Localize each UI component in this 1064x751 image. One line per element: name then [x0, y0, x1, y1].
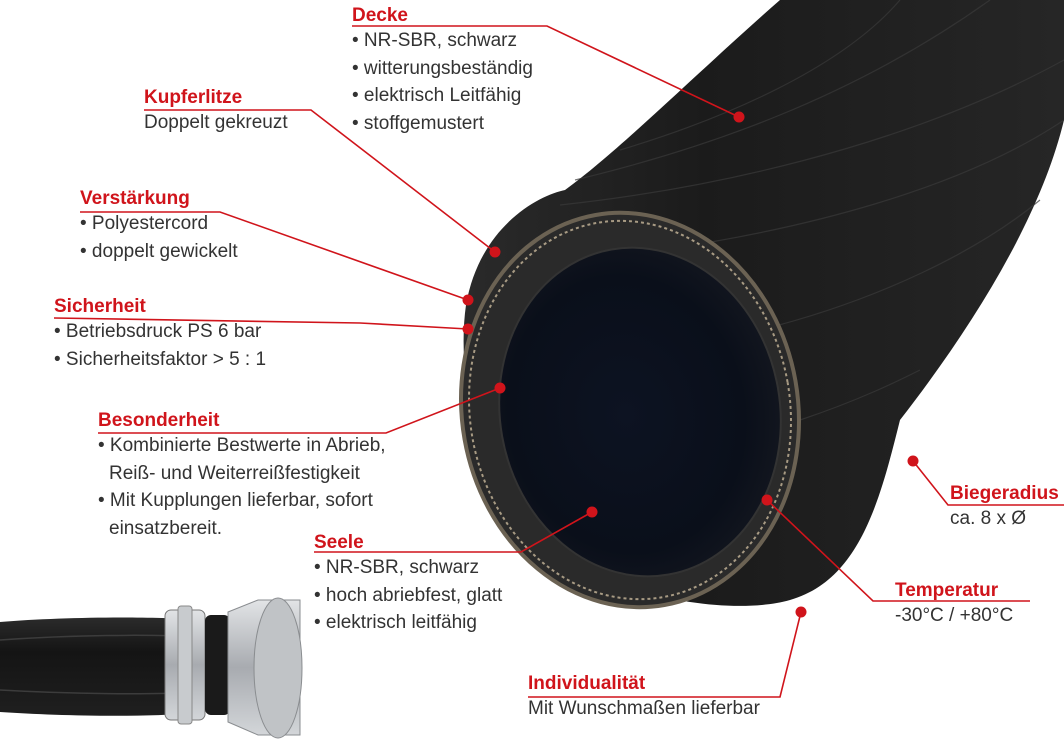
- marker-decke: [733, 111, 745, 123]
- callout-line: • elektrisch leitfähig: [314, 612, 477, 633]
- callout-title: Temperatur: [895, 580, 999, 601]
- callout-seele: Seele • NR-SBR, schwarz • hoch abriebfes…: [314, 532, 502, 637]
- callout-line: • Polyestercord: [80, 213, 209, 234]
- marker-biegeradius: [907, 455, 919, 467]
- callout-title: Individualität: [528, 673, 646, 694]
- callout-line: • NR-SBR, schwarz: [352, 30, 518, 51]
- callout-title: Decke: [352, 5, 408, 26]
- leader-temperatur: [766, 499, 1030, 602]
- callout-markers: [462, 111, 919, 618]
- callout-title: Seele: [314, 532, 364, 553]
- leader-sicherheit: [53, 317, 469, 330]
- callout-title: Sicherheit: [54, 296, 146, 317]
- callout-individualitaet: Individualität Mit Wunschmaßen lieferbar: [528, 673, 760, 723]
- callout-title: Biegeradius: [950, 483, 1059, 504]
- callout-title: Besonderheit: [98, 410, 220, 431]
- callout-leaders: [53, 25, 1064, 698]
- small-hose-body: [0, 617, 205, 716]
- callout-title: Verstärkung: [80, 188, 190, 209]
- callout-line: • Sicherheitsfaktor > 5 : 1: [54, 348, 267, 370]
- callout-line: • doppelt gewickelt: [80, 240, 238, 262]
- callout-biegeradius: Biegeradius ca. 8 x Ø: [950, 483, 1059, 533]
- marker-individualitaet: [795, 606, 807, 618]
- callout-line: einsatzbereit.: [109, 517, 223, 539]
- marker-seele: [586, 506, 598, 518]
- marker-kupferlitze: [489, 246, 501, 258]
- callout-line: -30°C / +80°C: [895, 605, 1014, 626]
- hose-body: [459, 0, 1064, 610]
- callout-line: • hoch abriebfest, glatt: [314, 584, 503, 606]
- callout-line: • Kombinierte Bestwerte in Abrieb,: [98, 435, 386, 456]
- callout-sicherheit: Sicherheit • Betriebsdruck PS 6 bar • Si…: [54, 296, 266, 373]
- leader-kupferlitze: [144, 109, 496, 253]
- callout-line: Mit Wunschmaßen lieferbar: [528, 698, 760, 719]
- marker-besonderheit: [494, 382, 506, 394]
- callout-verstaerkung: Verstärkung • Polyestercord • doppelt ge…: [80, 188, 238, 265]
- callout-line: • Mit Kupplungen lieferbar, sofort: [98, 490, 373, 511]
- marker-sicherheit: [462, 323, 474, 335]
- callout-line: • NR-SBR, schwarz: [314, 557, 480, 578]
- leader-individualitaet: [528, 611, 802, 698]
- callout-line: • witterungsbeständig: [352, 57, 533, 79]
- callout-title: Kupferlitze: [144, 87, 243, 108]
- hose-inner-tube: [498, 246, 782, 578]
- leader-decke: [352, 25, 740, 118]
- callout-line: • stoffgemustert: [352, 112, 484, 134]
- marker-verstaerkung: [462, 294, 474, 306]
- callout-line: Reiß- und Weiterreißfestigkeit: [109, 462, 360, 484]
- leader-biegeradius: [912, 460, 1064, 506]
- callout-line: • elektrisch Leitfähig: [352, 85, 522, 106]
- hose-with-coupling: [0, 597, 303, 739]
- leader-besonderheit: [98, 387, 501, 434]
- callout-besonderheit: Besonderheit • Kombinierte Bestwerte in …: [98, 410, 386, 542]
- leader-verstaerkung: [80, 211, 469, 301]
- callout-decke: Decke • NR-SBR, schwarz • witterungsbest…: [352, 5, 533, 137]
- callout-line: • Betriebsdruck PS 6 bar: [54, 321, 262, 342]
- callout-line: ca. 8 x Ø: [950, 508, 1027, 529]
- callout-line: Doppelt gekreuzt: [144, 112, 288, 133]
- callout-temperatur: Temperatur -30°C / +80°C: [895, 580, 1013, 630]
- marker-temperatur: [761, 494, 773, 506]
- leader-seele: [314, 511, 593, 553]
- hose-wrap-texture: [559, 0, 1064, 421]
- callout-kupferlitze: Kupferlitze Doppelt gekreuzt: [144, 87, 288, 137]
- coupling-ring: [253, 597, 303, 739]
